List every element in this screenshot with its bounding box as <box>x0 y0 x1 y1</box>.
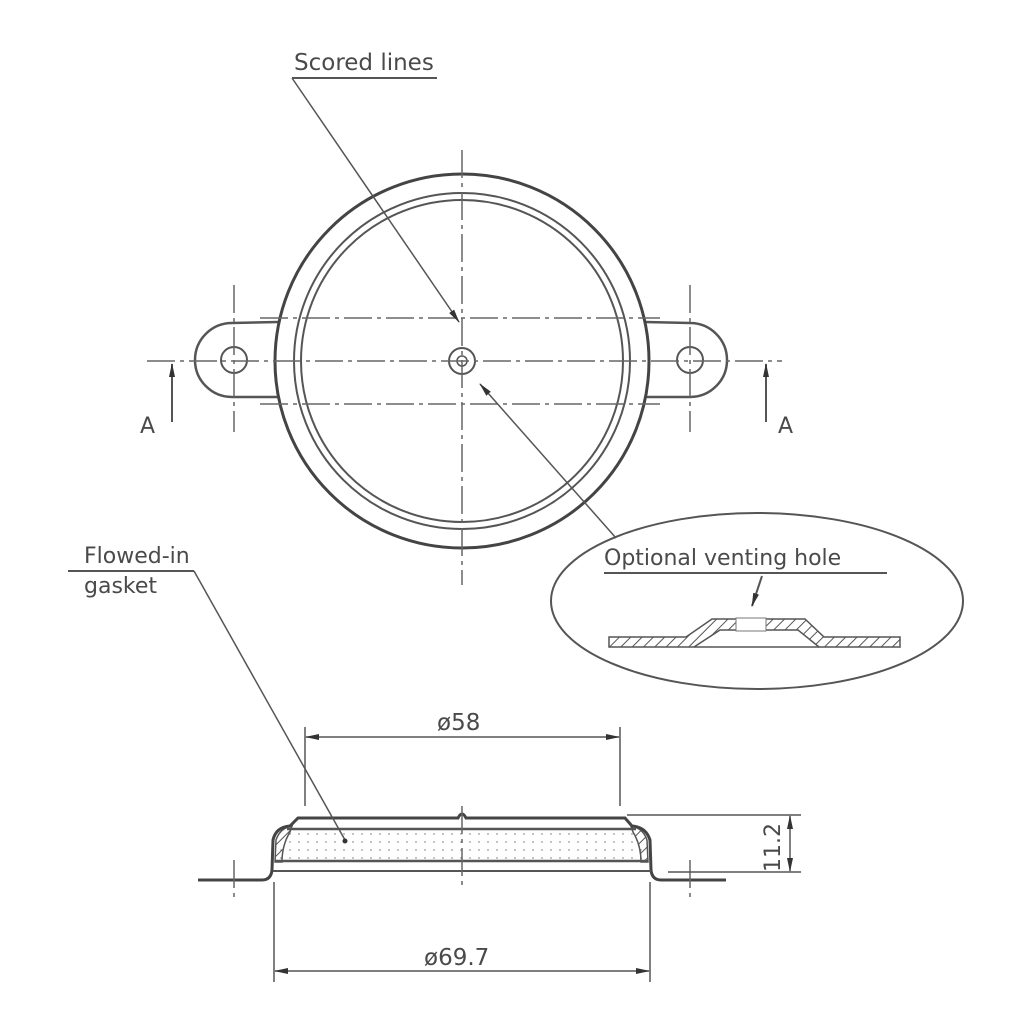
scored-lines-leader <box>291 77 460 323</box>
dimension-outer-diameter: ø69.7 <box>424 945 489 971</box>
gasket-leader-dot <box>342 838 348 844</box>
section-label-right: A <box>778 414 793 439</box>
scored-lines-label: Scored lines <box>294 50 434 76</box>
venting-hole-pointer <box>751 575 763 607</box>
venting-hole-detail: Optional venting hole <box>550 512 964 690</box>
gasket-leader <box>193 570 346 841</box>
gasket-area <box>275 829 648 861</box>
left-lug <box>193 320 279 399</box>
section-label-left: A <box>140 414 155 439</box>
dimension-inner-diameter: ø58 <box>437 710 480 736</box>
detail-vent-opening <box>735 617 767 632</box>
top-view: A A Scored lines <box>140 50 793 585</box>
detail-ellipse <box>550 512 964 690</box>
right-lug <box>644 320 729 399</box>
dimension-height: 11.2 <box>761 823 786 872</box>
gasket-label-line2: gasket <box>84 574 157 599</box>
gasket-label-line1: Flowed-in <box>84 544 190 569</box>
venting-hole-leader <box>479 383 617 539</box>
section-view: Flowed-in gasket ø58 ø69.7 11.2 <box>68 544 801 982</box>
venting-hole-label: Optional venting hole <box>604 546 841 571</box>
